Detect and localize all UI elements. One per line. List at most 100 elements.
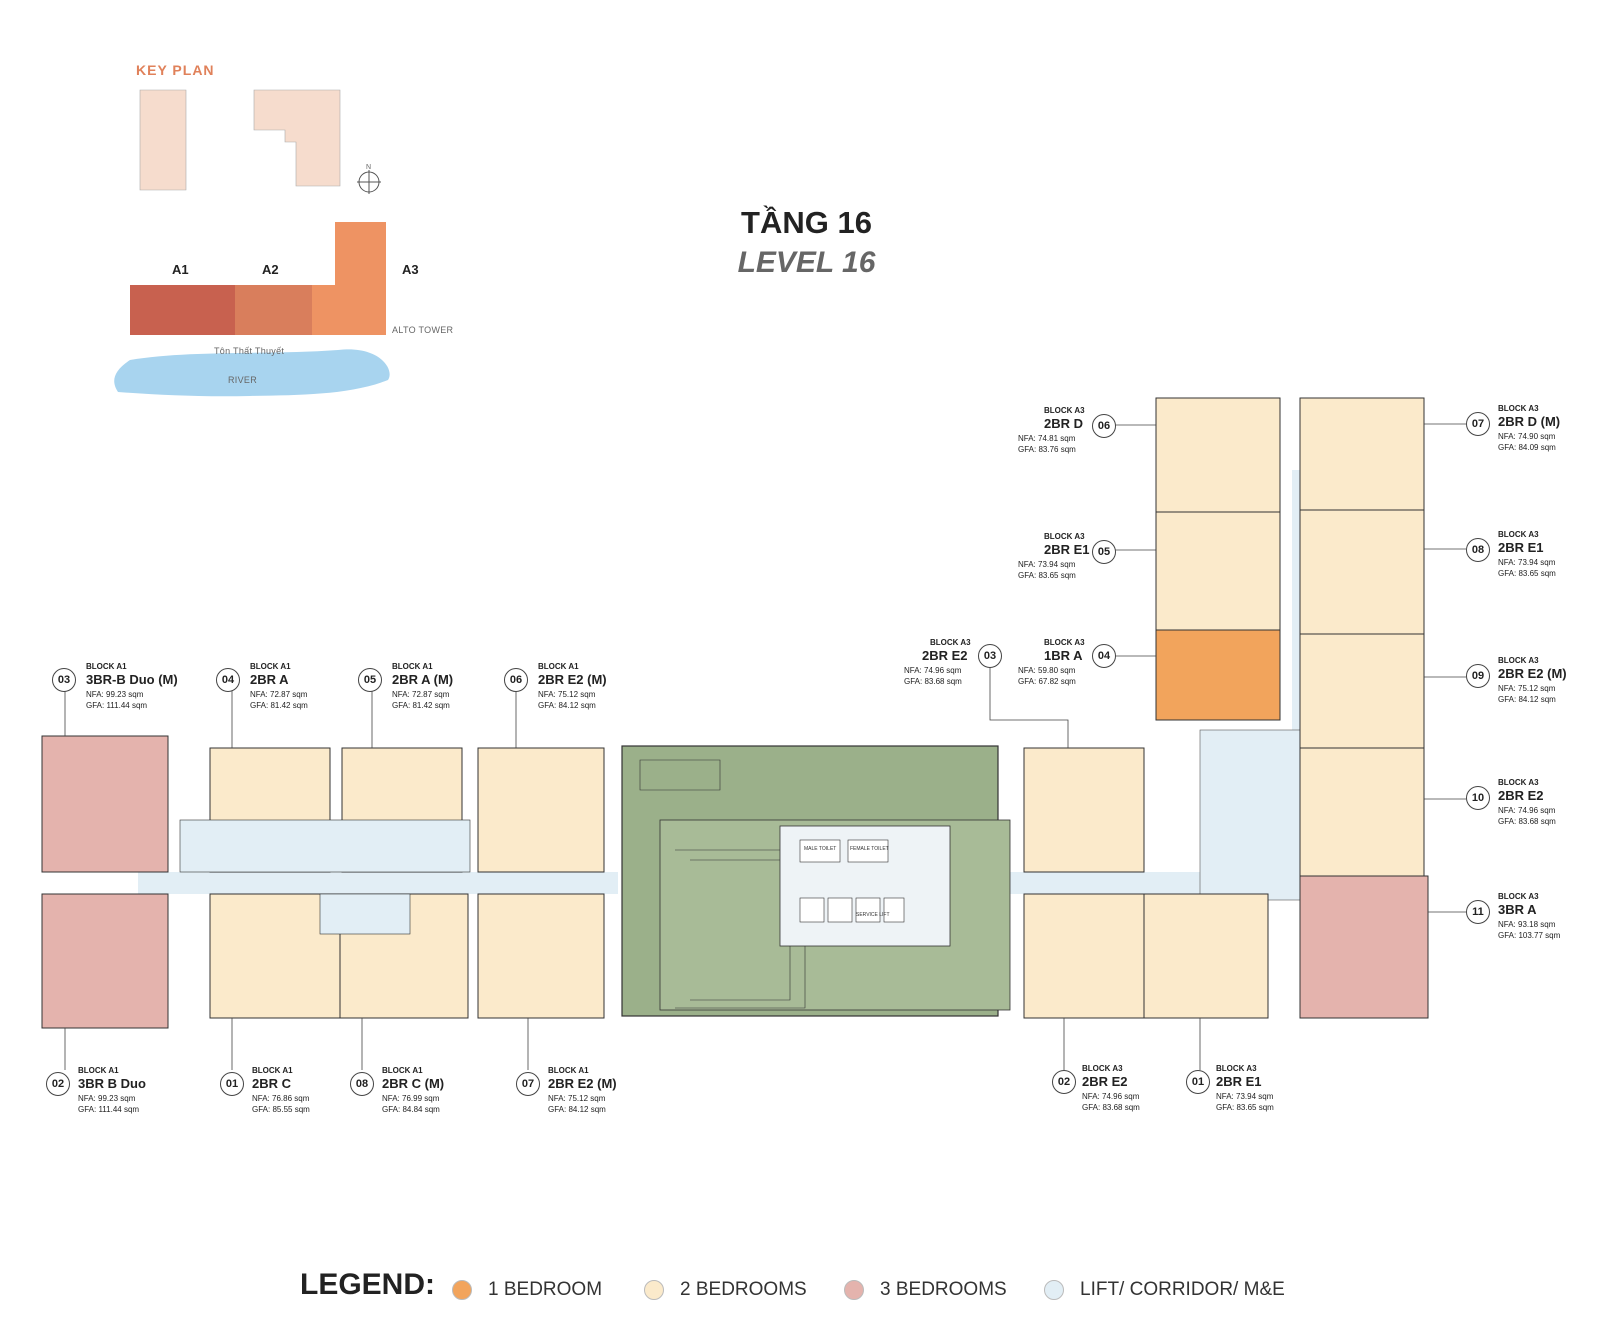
unit-number-badge: 01 — [220, 1072, 244, 1096]
unit-gfa: GFA: 81.42 sqm — [250, 701, 308, 710]
unit-gfa: GFA: 83.65 sqm — [1216, 1103, 1274, 1112]
legend-title: LEGEND: — [300, 1268, 435, 1301]
unit-a3-08 — [1299, 509, 1425, 635]
unit-type: 2BR E1 — [1216, 1074, 1262, 1089]
unit-gfa: GFA: 83.68 sqm — [1498, 817, 1556, 826]
legend-swatch — [1044, 1280, 1064, 1300]
leader-lines — [64, 423, 1466, 1070]
unit-type: 2BR A (M) — [392, 672, 454, 687]
unit-a3-05 — [1155, 511, 1281, 631]
legend-label: 3 BEDROOMS — [880, 1279, 1007, 1300]
block-a3-units — [1023, 397, 1429, 1019]
unit-gfa: GFA: 103.77 sqm — [1498, 931, 1561, 940]
unit-nfa: NFA: 93.18 sqm — [1498, 920, 1556, 929]
unit-type: 2BR E2 — [1082, 1074, 1128, 1089]
unit-nfa: NFA: 73.94 sqm — [1498, 558, 1556, 567]
lift-core-a1 — [179, 819, 471, 873]
unit-nfa: NFA: 76.86 sqm — [252, 1094, 310, 1103]
unit-number-badge: 03 — [52, 668, 76, 692]
block-a1-units — [41, 735, 605, 1029]
unit-gfa: GFA: 84.84 sqm — [382, 1105, 440, 1114]
unit-block: BLOCK A1 — [538, 662, 579, 671]
legend-label: LIFT/ CORRIDOR/ M&E — [1080, 1279, 1285, 1300]
unit-number-badge: 11 — [1466, 900, 1490, 924]
unit-type: 2BR A — [250, 672, 289, 687]
unit-gfa: GFA: 111.44 sqm — [86, 701, 148, 710]
legend-swatch — [644, 1280, 664, 1300]
unit-nfa: NFA: 73.94 sqm — [1216, 1092, 1274, 1101]
unit-type: 3BR B Duo — [78, 1076, 146, 1091]
unit-a3-01 — [1143, 893, 1269, 1019]
unit-number-badge: 01 — [1186, 1070, 1210, 1094]
unit-nfa: NFA: 74.96 sqm — [904, 666, 962, 675]
unit-nfa: NFA: 75.12 sqm — [1498, 684, 1556, 693]
street-label: Tôn Thất Thuyết — [214, 346, 285, 356]
unit-nfa: NFA: 76.99 sqm — [382, 1094, 440, 1103]
unit-a3-03 — [1023, 747, 1145, 873]
male-toilet-label: MALE TOILET — [804, 846, 837, 852]
unit-block: BLOCK A1 — [392, 662, 433, 671]
unit-type: 3BR-B Duo (M) — [86, 672, 178, 687]
legend-label: 2 BEDROOMS — [680, 1279, 807, 1300]
unit-block: BLOCK A3 — [1498, 656, 1539, 665]
unit-block: BLOCK A3 — [1498, 892, 1539, 901]
unit-block: BLOCK A3 — [1082, 1064, 1123, 1073]
unit-gfa: GFA: 84.12 sqm — [548, 1105, 606, 1114]
unit-block: BLOCK A3 — [930, 638, 971, 647]
corridor-a1 — [138, 872, 618, 894]
unit-type: 2BR E2 (M) — [1498, 666, 1567, 681]
key-block-a3 — [312, 222, 386, 335]
unit-a3-07 — [1299, 397, 1425, 511]
north-label: N — [366, 164, 372, 171]
unit-type: 2BR D — [1044, 416, 1084, 431]
unit-block: BLOCK A3 — [1216, 1064, 1257, 1073]
unit-block: BLOCK A3 — [1498, 530, 1539, 539]
unit-block: BLOCK A1 — [78, 1066, 119, 1075]
unit-block: BLOCK A1 — [548, 1066, 589, 1075]
key-plan-label-a3: A3 — [402, 262, 419, 277]
unit-number-badge: 10 — [1466, 786, 1490, 810]
unit-block: BLOCK A3 — [1498, 778, 1539, 787]
alto-tower-label: ALTO TOWER — [392, 325, 454, 335]
unit-a3-04 — [1155, 629, 1281, 721]
unit-type: 3BR A — [1498, 902, 1537, 917]
unit-block: BLOCK A3 — [1044, 532, 1085, 541]
unit-number-badge: 03 — [978, 644, 1002, 668]
unit-type: 2BR E2 — [922, 648, 968, 663]
unit-nfa: NFA: 73.94 sqm — [1018, 560, 1076, 569]
unit-block: BLOCK A3 — [1044, 638, 1085, 647]
unit-a3-02 — [1023, 893, 1145, 1019]
lift-lobby-a3 — [1199, 729, 1301, 901]
unit-number-badge: 02 — [1052, 1070, 1076, 1094]
unit-a1-01 — [209, 893, 341, 1019]
unit-gfa: GFA: 83.68 sqm — [904, 677, 962, 686]
unit-block: BLOCK A1 — [382, 1066, 423, 1075]
key-block-a2 — [235, 285, 312, 335]
unit-nfa: NFA: 74.81 sqm — [1018, 434, 1076, 443]
unit-gfa: GFA: 83.76 sqm — [1018, 445, 1076, 454]
unit-nfa: NFA: 74.96 sqm — [1082, 1092, 1140, 1101]
key-plan-title: KEY PLAN — [136, 62, 215, 78]
unit-a3-09 — [1299, 633, 1425, 749]
unit-number-badge: 09 — [1466, 664, 1490, 688]
unit-nfa: NFA: 74.90 sqm — [1498, 432, 1556, 441]
legend-swatch — [844, 1280, 864, 1300]
unit-type: 2BR C — [252, 1076, 292, 1091]
lift-core-a1-lower — [319, 893, 411, 935]
unit-number-badge: 06 — [504, 668, 528, 692]
unit-nfa: NFA: 59.80 sqm — [1018, 666, 1076, 675]
key-plan-block-a3-outline — [253, 89, 341, 187]
unit-nfa: NFA: 74.96 sqm — [1498, 806, 1556, 815]
unit-type: 2BR E2 (M) — [548, 1076, 617, 1091]
unit-gfa: GFA: 84.12 sqm — [538, 701, 596, 710]
unit-type: 2BR C (M) — [382, 1076, 445, 1091]
key-plan-label-a2: A2 — [262, 262, 279, 277]
unit-block: BLOCK A1 — [252, 1066, 293, 1075]
unit-a3-10 — [1299, 747, 1425, 877]
page-title-english: LEVEL 16 — [737, 246, 876, 279]
unit-nfa: NFA: 99.23 sqm — [78, 1094, 136, 1103]
unit-number-badge: 02 — [46, 1072, 70, 1096]
female-toilet-label: FEMALE TOILET — [850, 846, 889, 852]
unit-gfa: GFA: 83.68 sqm — [1082, 1103, 1140, 1112]
